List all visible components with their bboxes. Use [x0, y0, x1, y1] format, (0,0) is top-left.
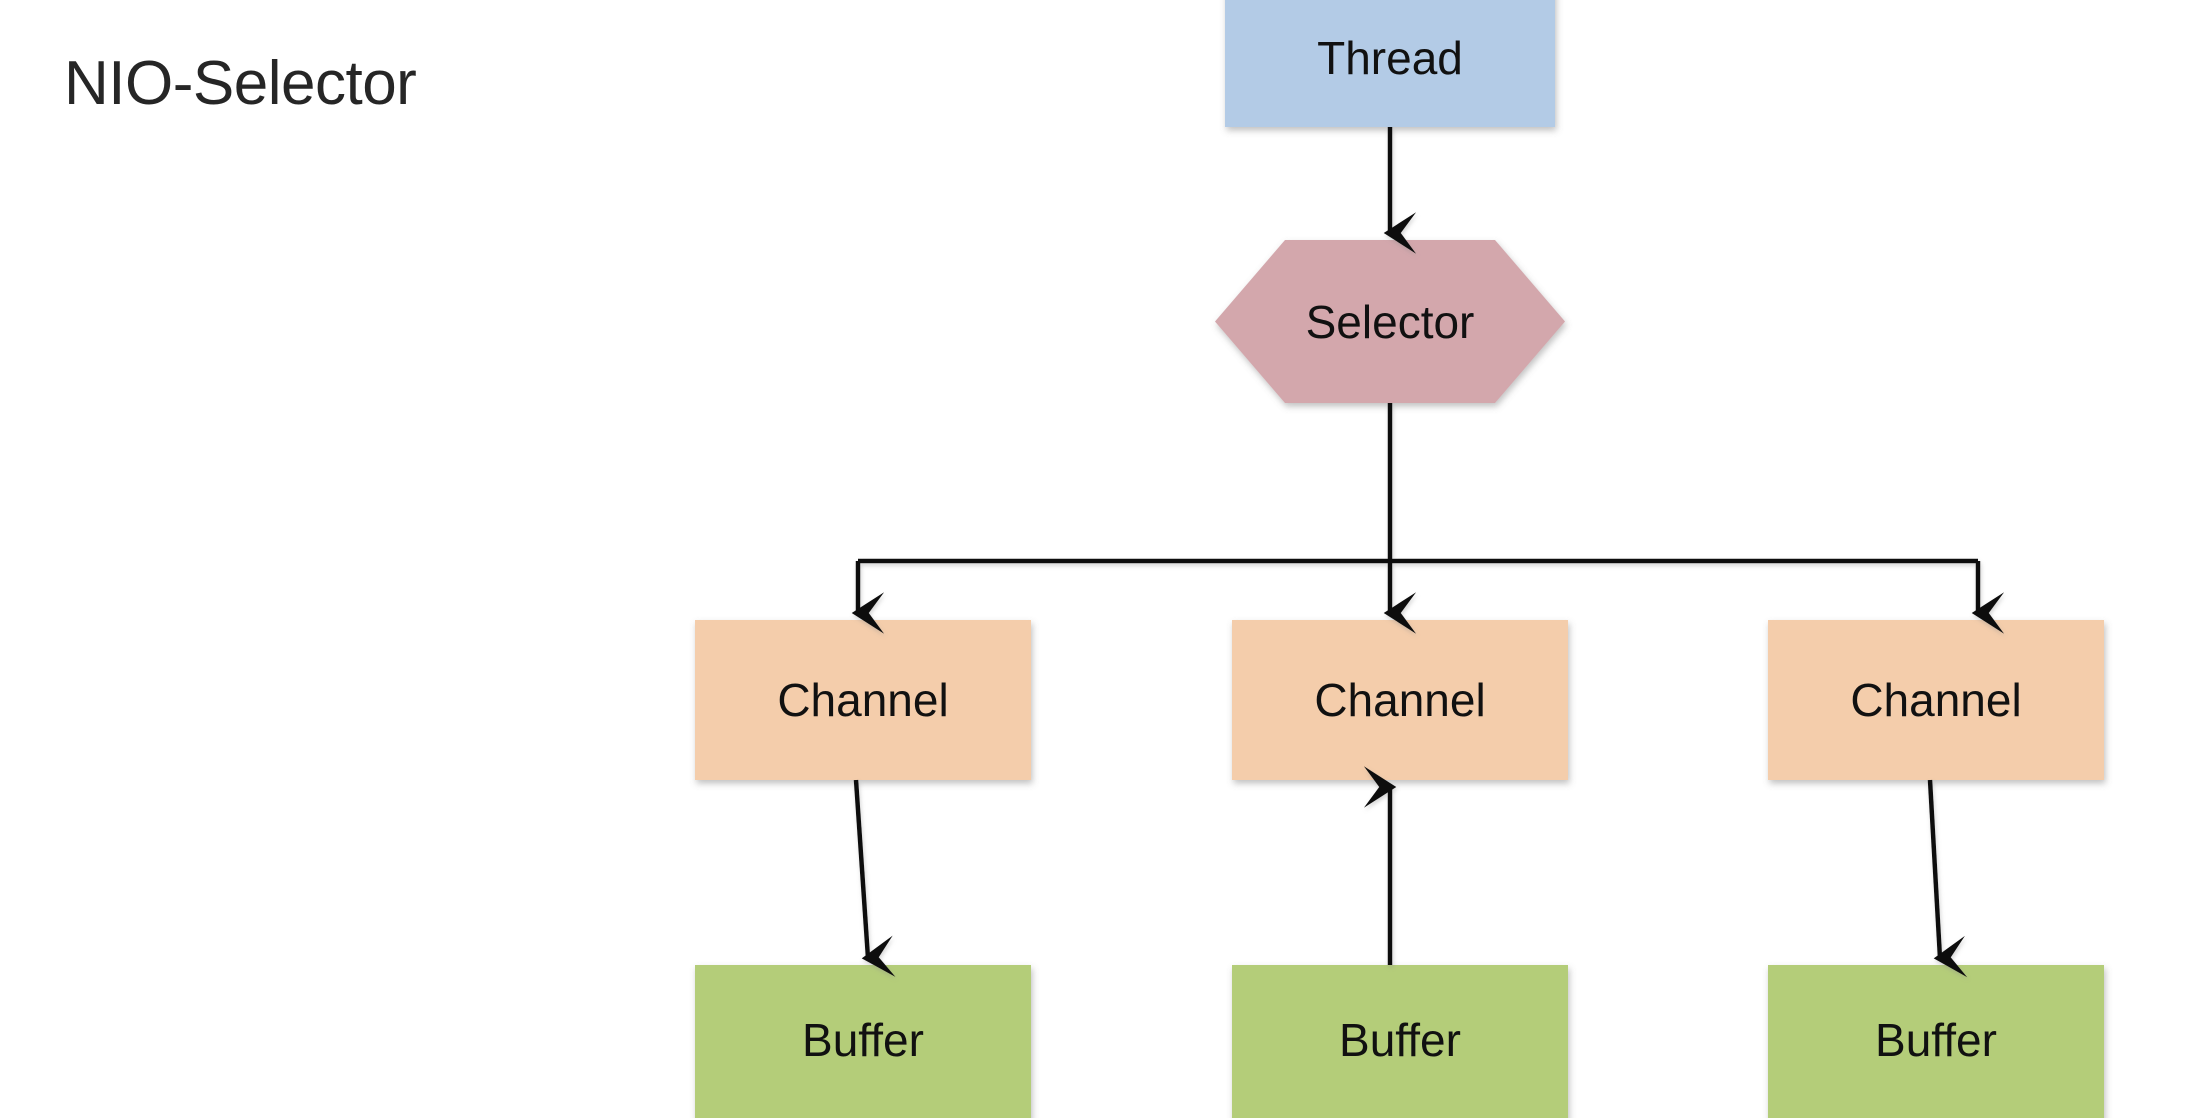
buffer-box-1[interactable] — [695, 965, 1031, 1118]
node-shapes — [695, 0, 2104, 1118]
buffer-box-3[interactable] — [1768, 965, 2104, 1118]
thread-box[interactable] — [1225, 0, 1555, 127]
buffer-box-shape-3 — [1768, 965, 2104, 1118]
channel-box-shape-2 — [1232, 620, 1568, 780]
selector-hexagon[interactable] — [1215, 240, 1565, 403]
page-title: NIO-Selector — [64, 49, 417, 118]
channel-box-shape-3 — [1768, 620, 2104, 780]
selector-hexagon-shape — [1215, 240, 1565, 403]
thread-box-shape — [1225, 0, 1555, 127]
channel-box-1[interactable] — [695, 620, 1031, 780]
channel-box-shape-1 — [695, 620, 1031, 780]
buffer-box-2[interactable] — [1232, 965, 1568, 1118]
connectors — [851, 127, 2005, 978]
buffer-box-shape-1 — [695, 965, 1031, 1118]
channel-box-3[interactable] — [1768, 620, 2104, 780]
connector-channel-3-to-buffer-3 — [1927, 779, 1968, 978]
channel-box-2[interactable] — [1232, 620, 1568, 780]
connector-channel-1-to-buffer-1 — [853, 779, 896, 977]
buffer-box-shape-2 — [1232, 965, 1568, 1118]
